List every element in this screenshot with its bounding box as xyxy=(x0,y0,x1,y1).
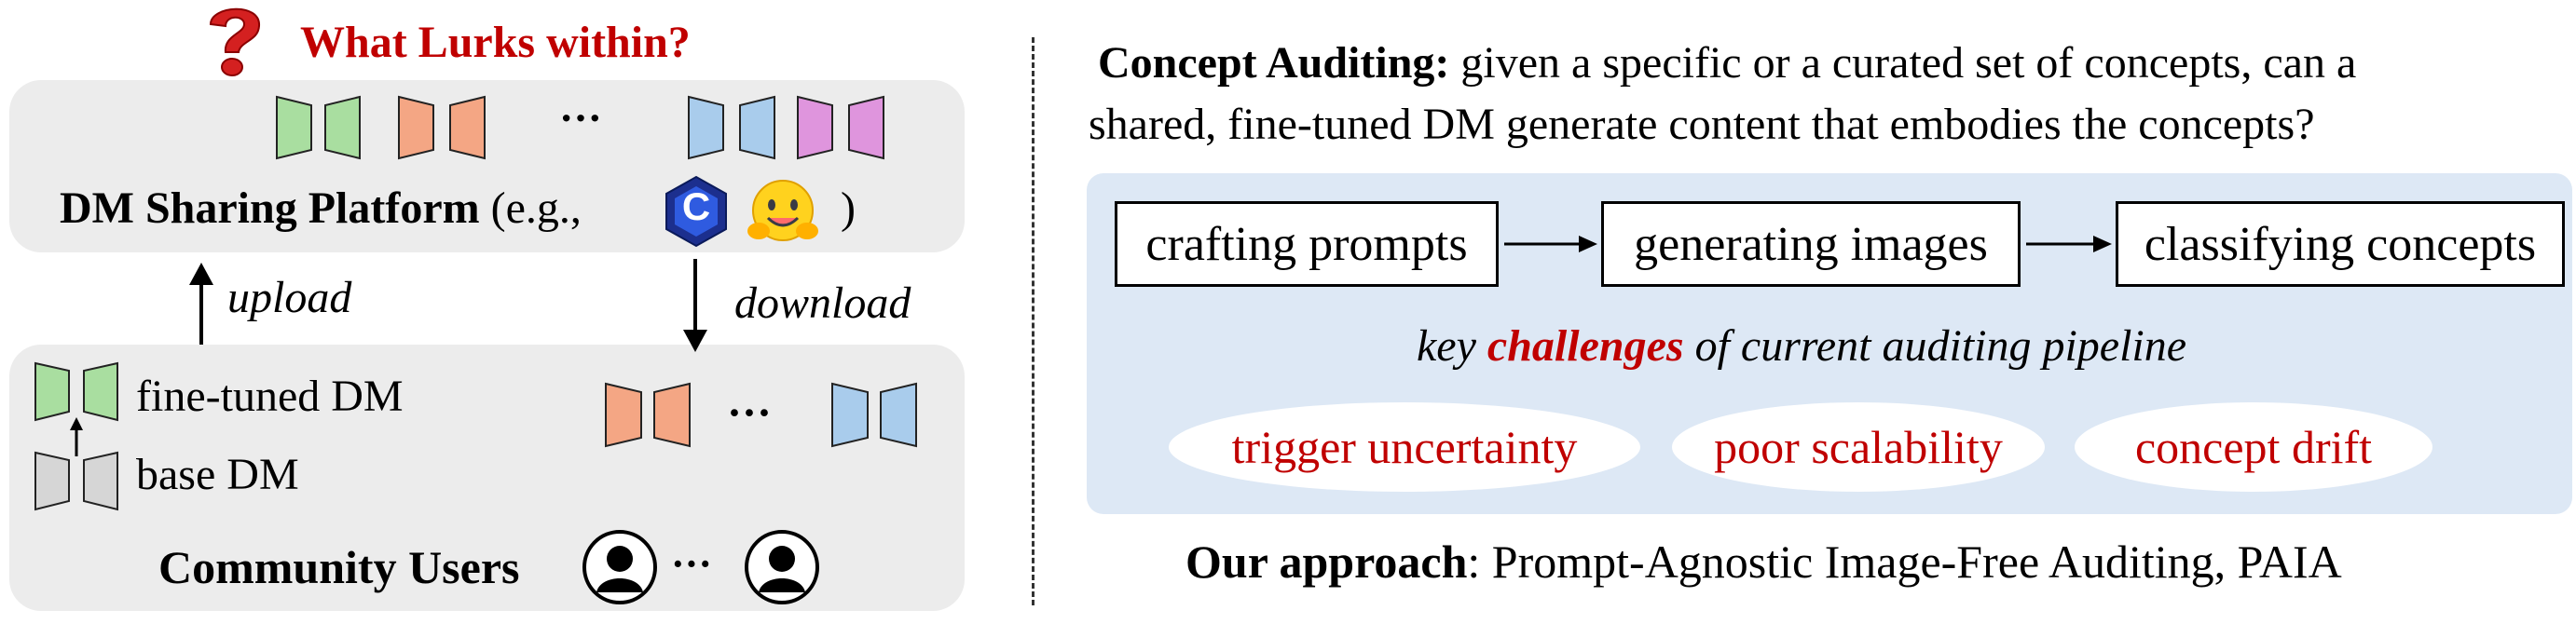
user-avatar-icon xyxy=(582,529,658,605)
civitai-logo-icon: C xyxy=(664,175,729,248)
model-icon-orange-right xyxy=(449,95,486,160)
challenges-word: challenges xyxy=(1487,321,1684,371)
pipeline-step-crafting-prompts: crafting prompts xyxy=(1115,201,1499,287)
base-legend-label: base DM xyxy=(136,450,299,499)
upload-label: upload xyxy=(227,273,352,322)
lurks-title: What Lurks within? xyxy=(300,18,691,67)
civitai-logo-letter: C xyxy=(681,184,711,228)
platform-name: DM Sharing Platform xyxy=(60,183,480,233)
challenge-concept-drift: concept drift xyxy=(2075,402,2432,492)
concept-auditing-heading-line1: Concept Auditing: given a specific or a … xyxy=(1098,37,2356,88)
challenges-pre: key xyxy=(1417,321,1487,371)
base-model-left xyxy=(34,451,70,511)
downloaded-model-orange-left xyxy=(605,382,642,448)
platform-close-paren: ) xyxy=(841,183,856,233)
user-avatar-icon xyxy=(744,529,820,605)
download-label: download xyxy=(734,278,911,328)
challenge-trigger-uncertainty: trigger uncertainty xyxy=(1169,402,1640,492)
community-ellipsis: ··· xyxy=(671,541,713,587)
question-mark-icon xyxy=(199,0,272,80)
model-icon-blue-right xyxy=(739,95,775,160)
our-approach-text: : Prompt-Agnostic Image-Free Auditing, P… xyxy=(1467,536,2342,588)
model-icon-green-left xyxy=(276,95,312,160)
finetuned-legend-label: fine-tuned DM xyxy=(136,372,404,421)
downloaded-ellipsis: ··· xyxy=(727,388,773,438)
downloaded-model-blue-right xyxy=(880,382,917,448)
our-approach-line: Our approach: Prompt-Agnostic Image-Free… xyxy=(1185,535,2342,589)
platform-label: DM Sharing Platform (e.g., xyxy=(60,183,582,234)
concept-auditing-bold: Concept Auditing: xyxy=(1098,38,1450,88)
finetuned-model-left xyxy=(34,361,70,422)
model-icon-blue-left xyxy=(688,95,724,160)
downloaded-model-orange-right xyxy=(653,382,691,448)
model-icon-pink-left xyxy=(797,95,833,160)
challenge-poor-scalability: poor scalability xyxy=(1672,402,2045,492)
platform-model-ellipsis: ··· xyxy=(559,94,603,142)
challenges-post: of current auditing pipeline xyxy=(1683,321,2187,371)
model-icon-pink-right xyxy=(848,95,884,160)
community-users-label: Community Users xyxy=(158,541,520,593)
challenges-caption: key challenges of current auditing pipel… xyxy=(1417,320,2186,372)
finetuned-model-right xyxy=(83,361,118,422)
concept-auditing-heading-line2: shared, fine-tuned DM generate content t… xyxy=(1089,100,2315,149)
our-approach-bold: Our approach xyxy=(1185,536,1468,588)
pipeline-step-classifying-concepts: classifying concepts xyxy=(2116,201,2565,287)
panel-divider xyxy=(1032,37,1035,605)
platform-eg: (e.g., xyxy=(490,183,582,233)
pipeline-step-generating-images: generating images xyxy=(1601,201,2021,287)
model-icon-orange-left xyxy=(398,95,434,160)
huggingface-logo-icon xyxy=(746,175,820,250)
model-icon-green-right xyxy=(324,95,361,160)
downloaded-model-blue-left xyxy=(831,382,869,448)
base-model-right xyxy=(83,451,118,511)
concept-auditing-text: given a specific or a curated set of con… xyxy=(1449,38,2357,88)
